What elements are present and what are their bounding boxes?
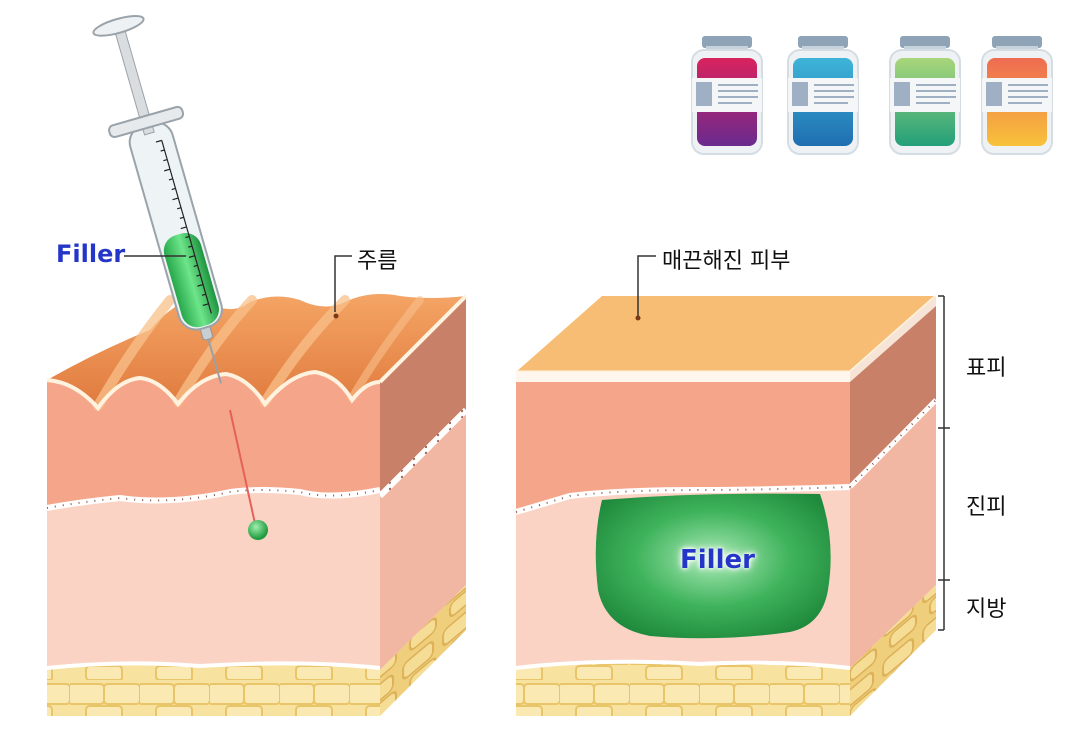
epidermis-front-left — [47, 372, 380, 508]
smooth-skin-block — [515, 294, 938, 716]
vial-blue — [787, 36, 859, 155]
smooth-skin-leader-line — [637, 255, 656, 318]
fat-label: 지방 — [966, 597, 1007, 622]
epidermis-label: 표피 — [966, 356, 1007, 381]
fat-side-left — [380, 585, 466, 716]
filler-vials — [691, 36, 1053, 155]
layer-bracket — [938, 295, 950, 631]
fat-front-right — [516, 661, 850, 716]
fat-front-left — [47, 663, 380, 716]
wrinkle-leader-line — [334, 255, 352, 312]
vial-orange — [981, 36, 1053, 155]
vial-green — [889, 36, 961, 155]
smooth-skin-label: 매끈해진 피부 — [662, 249, 791, 274]
syringe — [92, 15, 223, 384]
dermis-front-left — [47, 490, 380, 668]
epidermis-side-left — [380, 296, 466, 496]
smooth-top-surface — [516, 296, 936, 372]
dermis-label: 진피 — [966, 495, 1007, 520]
filler-blob — [595, 493, 831, 639]
wrinkled-skin-block — [46, 294, 469, 716]
fat-side-right — [850, 585, 936, 716]
epidermis-front-right — [516, 382, 850, 512]
filler-inside-label: Filler — [680, 545, 755, 575]
vial-magenta — [691, 36, 763, 155]
injection-track — [229, 409, 257, 529]
wrinkle-label: 주름 — [357, 249, 398, 274]
filler-syringe-label: Filler — [56, 240, 126, 268]
filler-droplet — [248, 520, 268, 540]
epidermis-side-right — [850, 296, 936, 487]
